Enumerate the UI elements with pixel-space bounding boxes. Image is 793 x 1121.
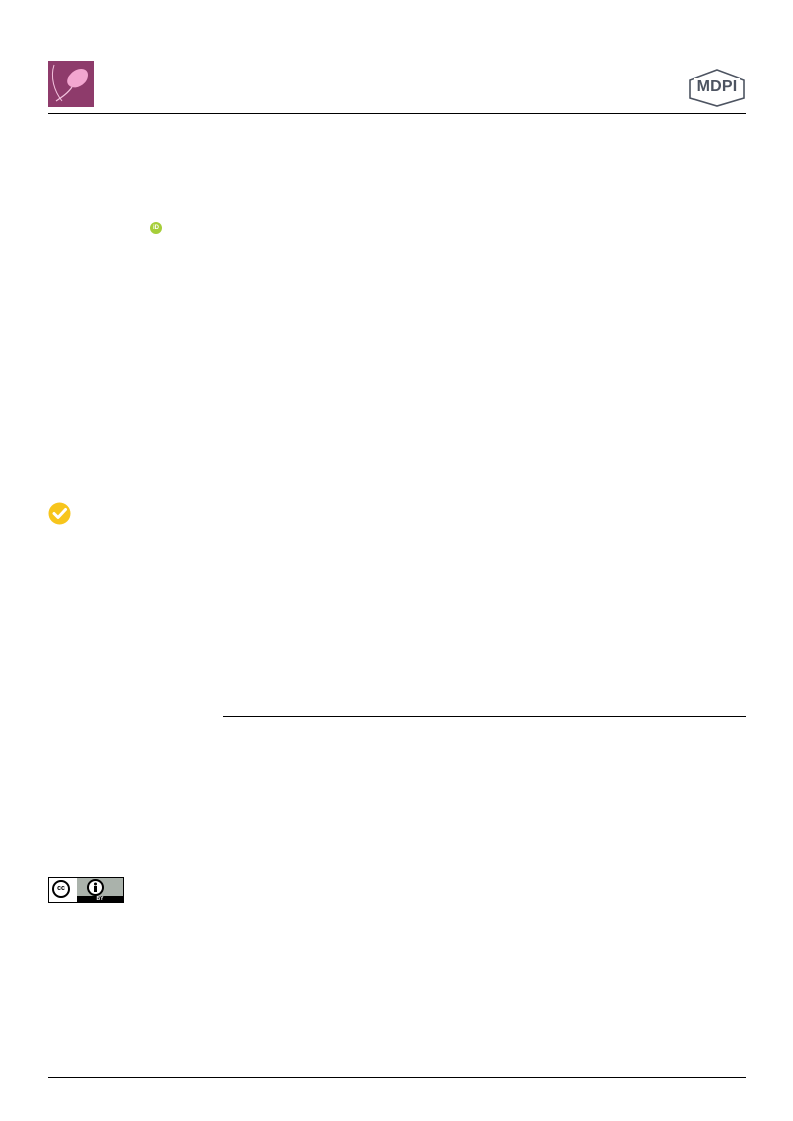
publisher-logo: MDPI (688, 69, 746, 107)
mdpi-hexagon-icon (689, 69, 745, 107)
publisher-logo-text: MDPI (696, 78, 738, 95)
journal-logo (48, 61, 94, 107)
cc-icon: cc (52, 880, 70, 898)
header-rule (48, 113, 746, 114)
cc-by-badge[interactable]: cc BY (48, 877, 124, 903)
check-for-updates-icon[interactable] (47, 501, 72, 526)
journal-logo-icon (48, 61, 94, 107)
footnote-rule (223, 716, 746, 717)
orcid-icon[interactable]: iD (150, 222, 162, 234)
by-label: BY (77, 896, 123, 902)
footer-rule (48, 1077, 746, 1078)
attribution-person-icon (87, 879, 104, 896)
